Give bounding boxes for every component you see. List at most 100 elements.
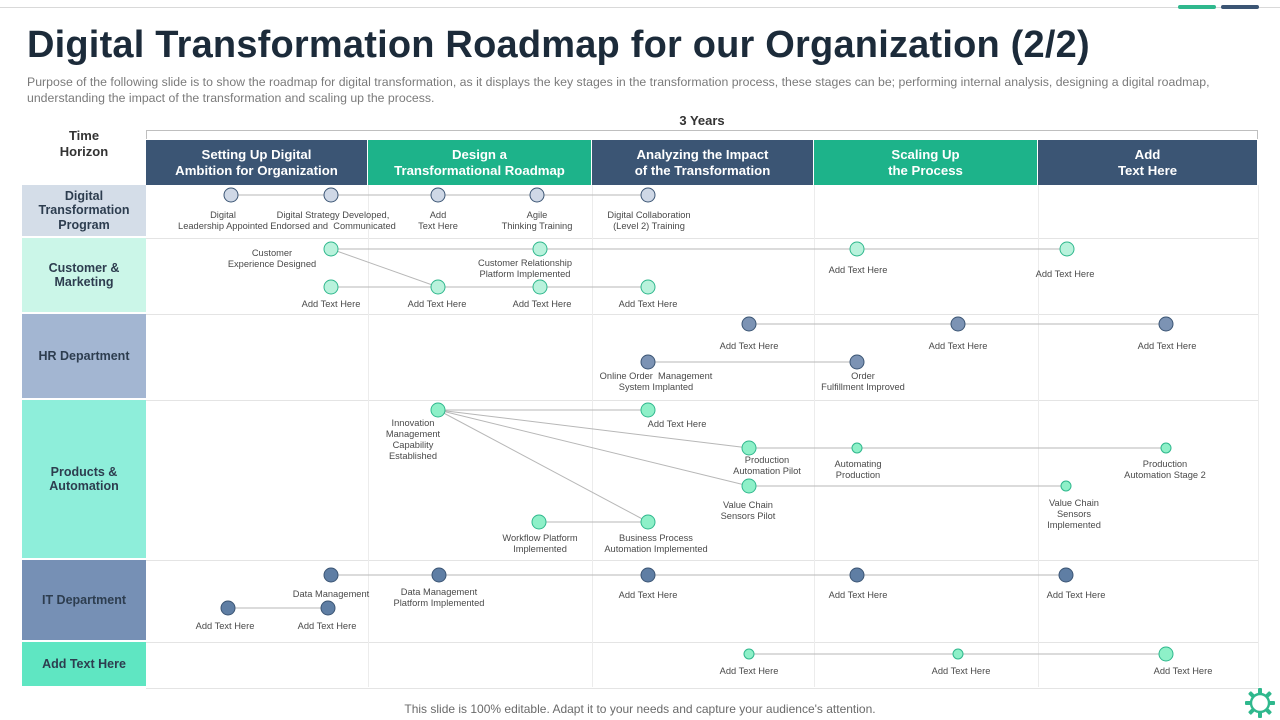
milestone-node [849,241,865,257]
years-label: 3 Years [679,113,725,128]
row-label-5: IT Department [22,560,146,642]
milestone-node [323,241,339,257]
milestone-node [320,600,336,616]
milestone-node [741,478,757,494]
phase-header-2: Design a Transformational Roadmap [368,140,592,185]
milestone-node [741,440,757,456]
row-divider [146,688,1258,689]
phase-header-1: Setting Up Digital Ambition for Organiza… [146,140,368,185]
milestone-node [430,402,446,418]
milestone-node [640,354,656,370]
milestone-node [531,514,547,530]
phase-header-3: Analyzing the Impact of the Transformati… [592,140,814,185]
milestone-node [1058,567,1074,583]
milestone-label: Add Text Here [407,299,467,309]
milestone-node [640,514,656,530]
row-divider [146,314,1258,315]
milestone-node [323,187,339,203]
milestone-label: Automating Production [834,459,882,480]
milestone-node [851,442,863,454]
milestone-node [430,187,446,203]
milestone-label: Customer Relationship Platform Implement… [477,258,573,279]
milestone-label: Add Text Here [928,341,988,351]
milestone-label: Add Text Here [1137,341,1197,351]
milestone-node [950,316,966,332]
row-divider [146,642,1258,643]
phase-header-5: Add Text Here [1038,140,1258,185]
milestone-label: Data Management Platform Implemented [393,587,485,608]
milestone-label: Production Automation Stage 2 [1124,459,1206,480]
milestone-label: Add Text Here [828,590,888,600]
milestone-node [1059,241,1075,257]
milestone-connector [330,248,439,288]
milestone-label: Add Text Here [195,621,255,631]
milestone-node [323,567,339,583]
milestone-connector [437,409,750,487]
milestone-node [849,567,865,583]
row-divider [146,560,1258,561]
slide-subtitle: Purpose of the following slide is to sho… [27,75,1210,105]
milestone-label: Online Order Management System Implanted [599,371,713,392]
milestone-label: Add Text Here [618,590,678,600]
milestone-label: Value Chain Sensors Implemented [1047,498,1101,530]
milestone-label: Add Text Here [931,666,991,676]
gear-icon [1245,688,1275,718]
footer-note: This slide is 100% editable. Adapt it to… [404,702,876,716]
milestone-label: Add Text Here [647,419,707,429]
milestone-node [640,402,656,418]
column-divider [368,185,369,687]
row-label-1: Digital Transformation Program [22,185,146,238]
milestone-label: Business Process Automation Implemented [604,533,708,554]
milestone-label: Add Text Here [1153,666,1213,676]
milestone-label: Workflow Platform Implemented [502,533,578,554]
column-divider [814,185,815,687]
milestone-label: Add Text Here [301,299,361,309]
time-horizon-label: Time Horizon [59,128,109,159]
milestone-label: Agile Thinking Training [501,210,573,231]
milestone-node [1158,646,1174,662]
milestone-label: Value Chain Sensors Pilot [720,500,776,521]
milestone-connector [437,409,750,449]
milestone-node [529,187,545,203]
column-divider [1258,185,1259,687]
row-label-4: Products & Automation [22,400,146,560]
milestone-node [532,279,548,295]
milestone-label: Add Text Here [512,299,572,309]
milestone-node [431,567,447,583]
milestone-node [532,241,548,257]
milestone-label: Digital Strategy Developed, Endorsed and… [270,210,396,231]
milestone-node [640,187,656,203]
milestone-label: Add Text Here [828,265,888,275]
milestone-label: Production Automation Pilot [733,455,801,476]
milestone-node [743,648,755,660]
milestone-label: Order Fulfillment Improved [821,371,905,392]
milestone-node [640,567,656,583]
row-divider [146,400,1258,401]
milestone-label: Add Text Here [297,621,357,631]
milestone-label: Add Text Here [719,341,779,351]
milestone-node [430,279,446,295]
milestone-node [640,279,656,295]
milestone-node [849,354,865,370]
milestone-label: Data Management [292,589,370,599]
top-divider [0,7,1280,8]
row-label-6: Add Text Here [22,642,146,688]
phase-header-4: Scaling Up the Process [814,140,1038,185]
milestone-label: Add Text Here [418,210,458,231]
milestone-label: Add Text Here [1035,269,1095,279]
milestone-label: Digital Collaboration (Level 2) Training [607,210,691,231]
milestone-node [323,279,339,295]
milestone-node [223,187,239,203]
row-label-3: HR Department [22,314,146,400]
slide-title: Digital Transformation Roadmap for our O… [27,24,1090,66]
milestone-label: Customer Experience Designed [227,248,317,269]
row-divider [146,238,1258,239]
milestone-node [952,648,964,660]
column-divider [592,185,593,687]
milestone-node [1060,480,1072,492]
milestone-node [741,316,757,332]
column-divider [1038,185,1039,687]
milestone-node [1158,316,1174,332]
milestone-label: Digital Leadership Appointed [178,210,268,231]
milestone-node [1160,442,1172,454]
